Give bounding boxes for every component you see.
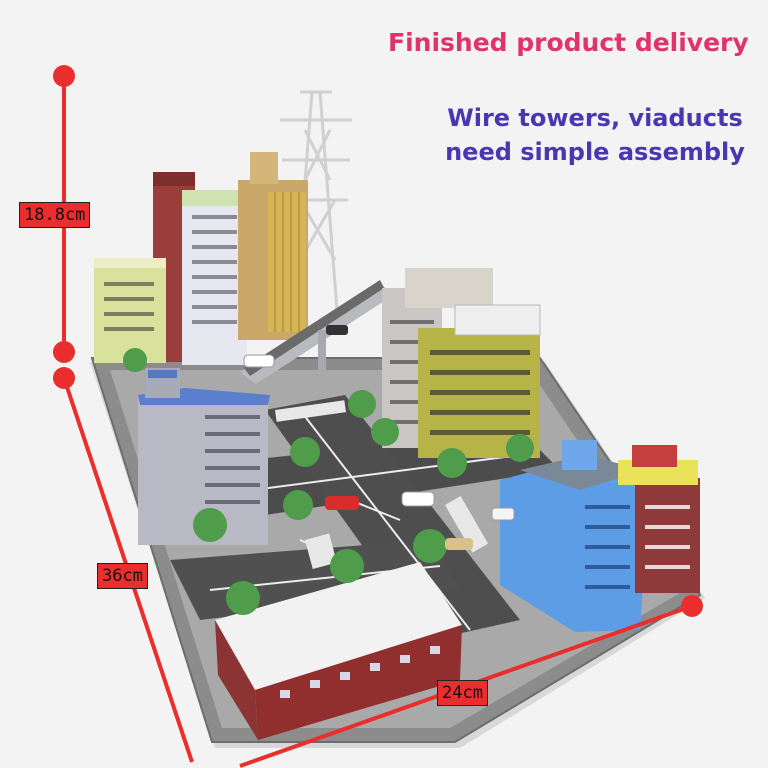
building-lime-left xyxy=(94,258,166,363)
tall-building-white xyxy=(182,190,247,365)
measure-endpoints xyxy=(53,65,703,617)
width-dimension-label: 24cm xyxy=(437,680,488,706)
cars xyxy=(243,325,515,550)
crosswalks xyxy=(275,400,489,569)
warehouse-front xyxy=(215,562,462,740)
viaduct xyxy=(240,280,392,384)
trees xyxy=(123,348,534,615)
subheadline-line-2: need simple assembly xyxy=(445,138,745,166)
height-dimension-label: 18.8cm xyxy=(19,202,91,228)
building-blue xyxy=(500,440,650,632)
headline-text: Finished product delivery xyxy=(388,28,749,57)
building-maroon-right xyxy=(618,445,700,593)
tall-building-gold xyxy=(238,152,308,340)
subheadline-line-1: Wire towers, viaducts xyxy=(447,104,743,132)
depth-dimension-label: 36cm xyxy=(97,563,148,589)
